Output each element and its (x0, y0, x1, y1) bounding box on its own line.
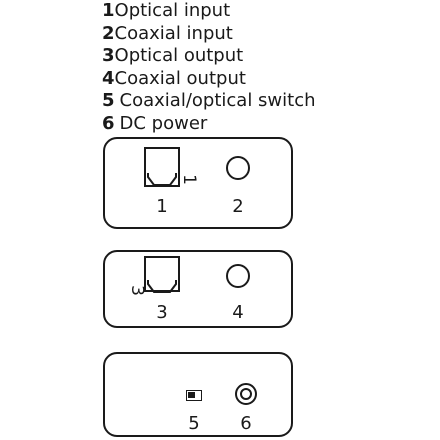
optical-port-shape (147, 280, 177, 293)
legend-text: Coaxial output (114, 67, 246, 89)
dc-power-jack-icon (235, 383, 257, 405)
input-panel: 1 1 2 (103, 137, 293, 229)
legend-number: 5 (102, 90, 115, 112)
optical-output-label: 3 (156, 302, 168, 323)
coaxial-port-icon (226, 156, 250, 180)
optical-port-mark: 3 (126, 285, 147, 296)
coaxial-output-label: 4 (232, 302, 244, 323)
dc-power-label: 6 (240, 413, 252, 434)
coaxial-port-icon (226, 264, 250, 288)
switch-knob (188, 392, 195, 398)
legend-number: 3 (102, 45, 115, 67)
optical-port-mark: 1 (178, 174, 199, 185)
control-panel: 5 6 (103, 352, 293, 437)
output-panel: 3 3 4 (103, 250, 293, 328)
legend-item-optical-output: 3Optical output (102, 45, 316, 68)
legend-text: Coaxial input (114, 22, 233, 44)
legend-text: Optical output (114, 45, 244, 67)
legend: 1Optical input 2Coaxial input 3Optical o… (102, 0, 316, 136)
dc-jack-pin (240, 388, 252, 400)
switch-label: 5 (188, 413, 200, 434)
legend-text: DC power (119, 112, 208, 134)
legend-number: 2 (102, 22, 115, 44)
coaxial-input-label: 2 (232, 196, 244, 217)
optical-port-icon (144, 147, 180, 187)
optical-port-shape (147, 173, 177, 186)
switch-icon (186, 390, 202, 401)
optical-input-label: 1 (156, 196, 168, 217)
optical-port-icon (144, 256, 180, 293)
legend-text: Coaxial/optical switch (119, 90, 316, 112)
legend-item-coaxial-output: 4Coaxial output (102, 68, 316, 91)
legend-item-optical-input: 1Optical input (102, 0, 316, 23)
legend-number: 4 (102, 67, 115, 89)
legend-item-coaxial-input: 2Coaxial input (102, 23, 316, 46)
legend-number: 1 (102, 0, 115, 21)
legend-number: 6 (102, 112, 115, 134)
legend-text: Optical input (114, 0, 231, 21)
